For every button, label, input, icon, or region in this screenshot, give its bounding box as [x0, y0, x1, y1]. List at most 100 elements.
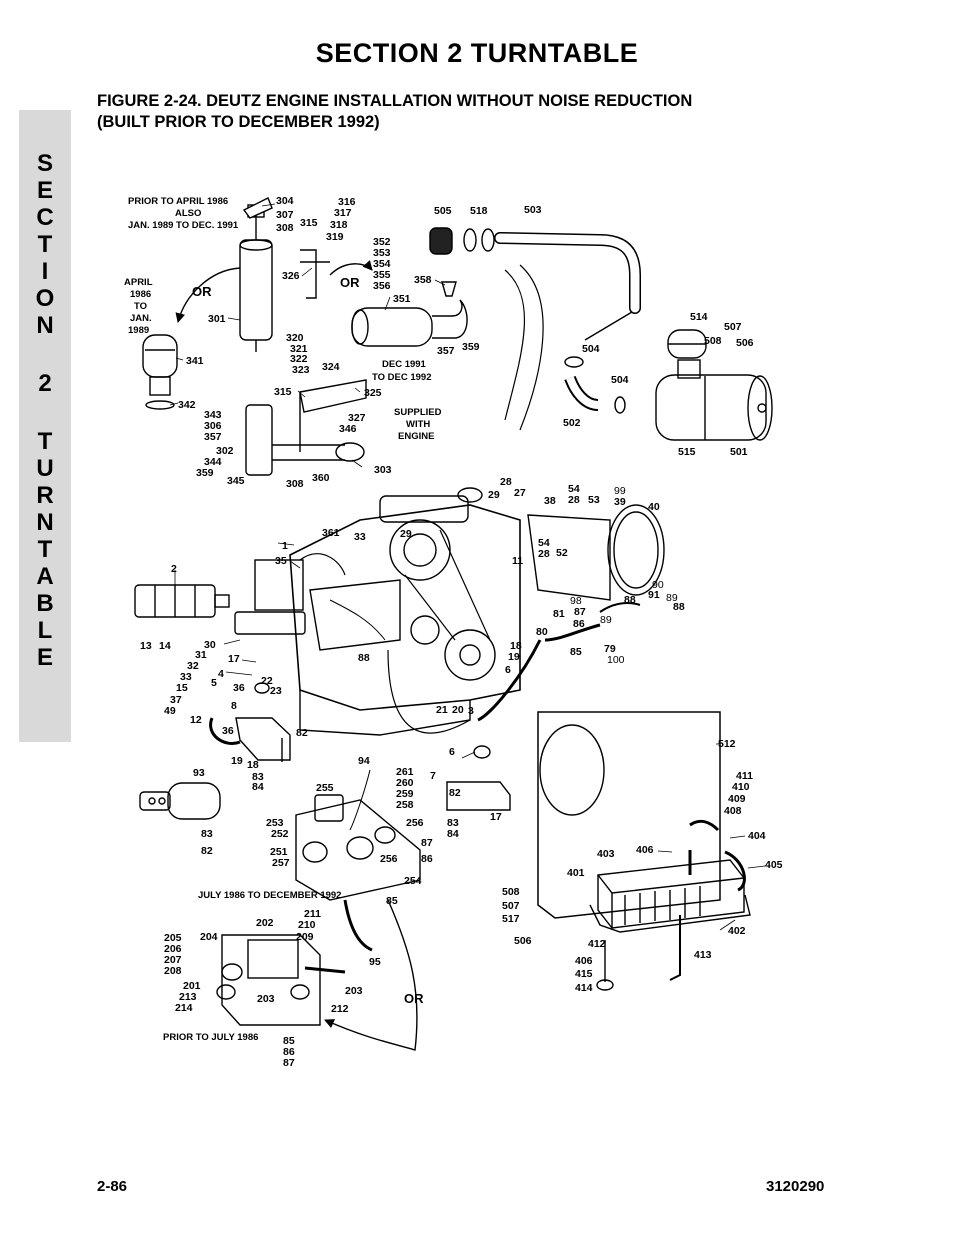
note-to-dec-1992: TO DEC 1992 [372, 372, 432, 383]
callout: 28 [500, 476, 512, 488]
figure-caption-line-2: (BUILT PRIOR TO DECEMBER 1992) [97, 113, 380, 131]
callout: 27 [514, 487, 526, 499]
callout: 507 [724, 321, 742, 333]
callout: 409 [728, 793, 746, 805]
callout: 81 [553, 608, 565, 620]
callout: 354 [373, 258, 391, 270]
side-tab-letter: T [37, 231, 53, 258]
intake-hose-503 [494, 232, 641, 314]
callout: 256 [380, 853, 398, 865]
callout: 29 [488, 489, 500, 501]
callout: 53 [588, 494, 600, 506]
callout: 91 [648, 589, 660, 601]
callout: 211 [304, 908, 321, 920]
callout: 54 [538, 537, 550, 549]
note-supplied: SUPPLIED [394, 407, 442, 418]
battery-tray-402 [589, 894, 751, 933]
side-tab-letter: E [36, 177, 53, 204]
callout: 35 [275, 555, 287, 567]
callout: 14 [159, 640, 171, 652]
callout: 345 [227, 475, 245, 487]
note-prior-july-1986: PRIOR TO JULY 1986 [163, 1032, 258, 1043]
callout: 2 [171, 563, 177, 575]
callout: 19 [231, 755, 243, 767]
callout: 320 [286, 332, 304, 344]
callout: 33 [354, 531, 366, 543]
callout: 507 [502, 900, 520, 912]
callout: 83 [447, 817, 459, 829]
callout: 253 [266, 817, 284, 829]
callout: 352 [373, 236, 391, 248]
callout: 402 [728, 925, 746, 937]
cable-88 [599, 602, 641, 613]
callout: 99 [614, 485, 626, 497]
callout: 405 [765, 859, 783, 871]
callout: 1 [282, 540, 288, 552]
callout: 342 [178, 399, 196, 411]
callout: 346 [339, 423, 357, 435]
side-tab-letter: 2 [38, 370, 52, 397]
callout: 260 [396, 777, 414, 789]
callout: 256 [406, 817, 424, 829]
callout: 406 [636, 844, 654, 856]
battery-401 [597, 859, 745, 929]
callout: 17 [490, 811, 502, 823]
callout: 302 [216, 445, 234, 457]
note-also: ALSO [175, 208, 201, 219]
callout: 29 [400, 528, 412, 540]
callout: 31 [195, 649, 207, 661]
callout: 259 [396, 788, 414, 800]
callout: 360 [312, 472, 330, 484]
callout: 318 [330, 219, 348, 231]
callout: 203 [345, 985, 363, 997]
or-label-1: OR [192, 284, 212, 299]
cable-408 [689, 819, 720, 832]
callout: 203 [257, 993, 275, 1005]
engine-mount-right [446, 745, 511, 811]
callout: 404 [748, 830, 766, 842]
callout: 414 [575, 982, 593, 994]
wire-harness-a [387, 649, 471, 734]
callout: 28 [538, 548, 550, 560]
callout: 94 [358, 755, 370, 767]
note-1986: 1986 [130, 289, 151, 300]
callout: 20 [452, 704, 464, 716]
side-tab-letter: U [36, 455, 54, 482]
callout: 85 [570, 646, 582, 658]
callout: 501 [730, 446, 748, 458]
note-july-1986-dec-1992: JULY 1986 TO DECEMBER 1992 [198, 890, 341, 901]
callout: 322 [290, 353, 308, 365]
callout: 204 [200, 931, 218, 943]
note-with: WITH [406, 419, 430, 430]
callout: 12 [190, 714, 202, 726]
callout: 82 [201, 845, 213, 857]
page-number: 2-86 [97, 1178, 128, 1195]
cable-95 [343, 899, 373, 952]
callout: 508 [502, 886, 520, 898]
cable-12 [209, 717, 241, 745]
callout: 257 [272, 857, 290, 869]
callout: 86 [421, 853, 433, 865]
callout: 315 [274, 386, 292, 398]
note-prior-april-1986: PRIOR TO APRIL 1986 [128, 196, 228, 207]
hose-clamps-518 [463, 228, 495, 252]
exhaust-pipe-302 [245, 379, 367, 476]
callout: 85 [283, 1035, 295, 1047]
callout: 83 [252, 771, 264, 783]
cable-86 [544, 623, 601, 642]
callout: 6 [449, 746, 455, 758]
cable-80 [477, 639, 542, 722]
muffler-351 [351, 281, 468, 347]
callout: 17 [228, 653, 240, 665]
callout: 506 [736, 337, 754, 349]
callout: 518 [470, 205, 488, 217]
callout: 11 [512, 555, 523, 567]
callout: 32 [187, 660, 199, 672]
callout: 87 [574, 606, 586, 618]
side-tab-letter: T [37, 428, 53, 455]
callout: 52 [556, 547, 568, 559]
callout: 80 [536, 626, 548, 638]
callout: 508 [704, 335, 722, 347]
callout: 408 [724, 805, 742, 817]
callout: 341 [186, 355, 204, 367]
